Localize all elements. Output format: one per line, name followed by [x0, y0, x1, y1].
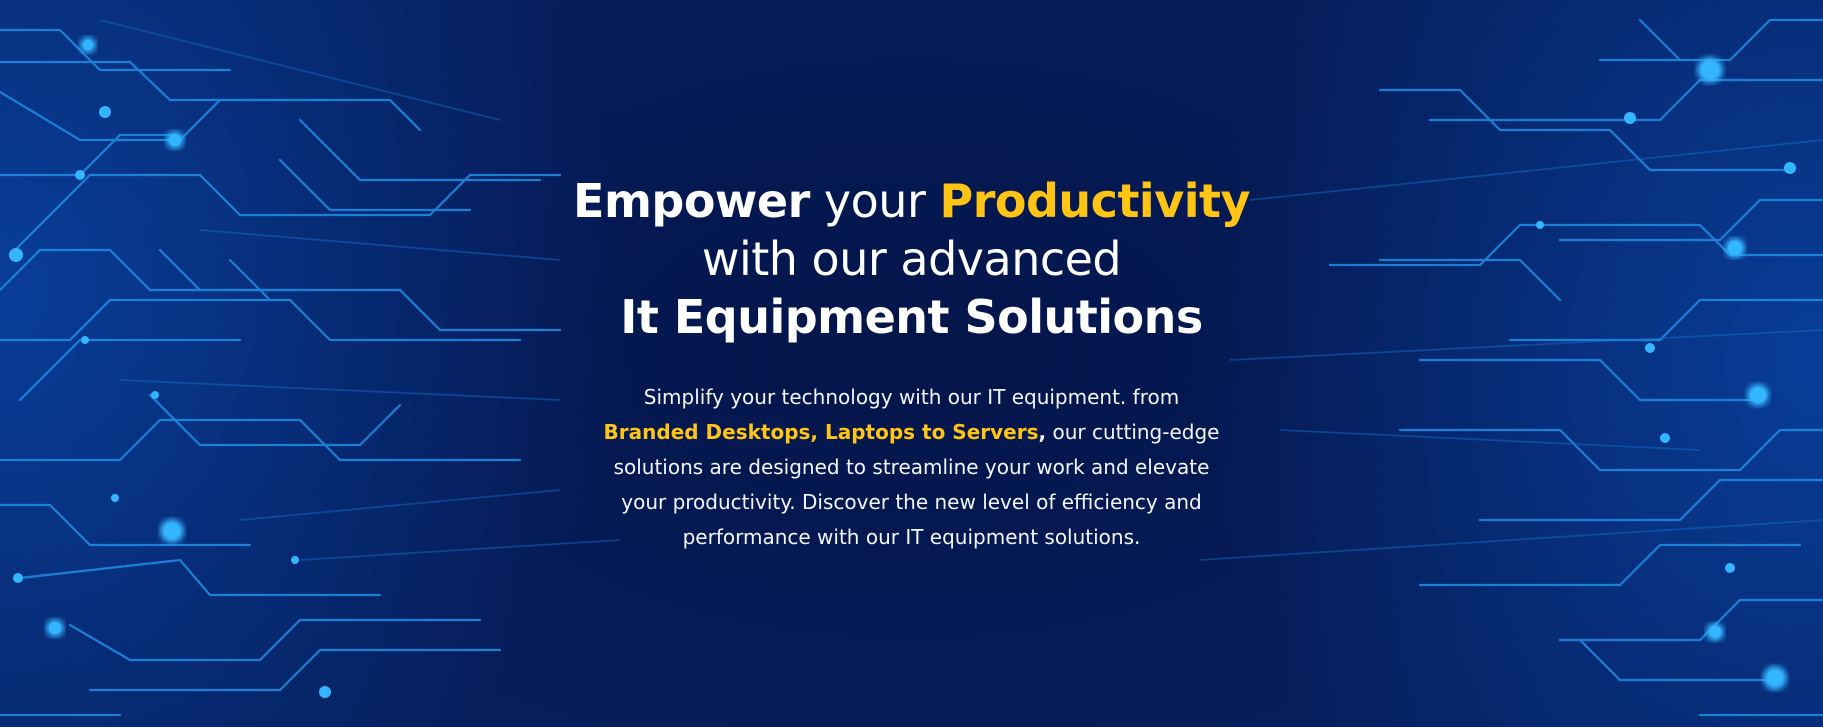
- hero-content: Empower your Productivity with our advan…: [0, 172, 1823, 555]
- headline-line-3: It Equipment Solutions: [620, 290, 1203, 344]
- headline-productivity: Productivity: [939, 174, 1251, 228]
- headline-line-1: Empower your Productivity: [0, 172, 1823, 230]
- headline-line-2: with our advanced: [701, 232, 1122, 286]
- headline-your: your: [809, 174, 940, 228]
- description-text-1: Simplify your technology with our IT equ…: [643, 385, 1180, 409]
- hero-headline: Empower your Productivity with our advan…: [0, 172, 1823, 346]
- headline-empower: Empower: [573, 174, 810, 228]
- hero-description: Simplify your technology with our IT equ…: [602, 380, 1222, 555]
- description-comma: ,: [1038, 420, 1047, 444]
- description-highlight: Branded Desktops, Laptops to Servers: [603, 420, 1039, 444]
- description-text-2: our cutting-edge solutions are designed …: [613, 420, 1220, 549]
